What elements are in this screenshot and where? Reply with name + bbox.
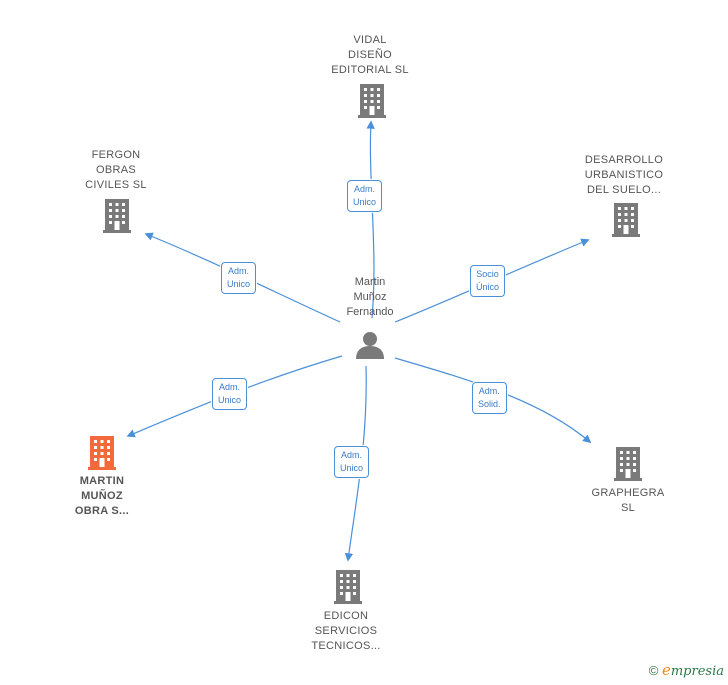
brand-logo-text: mpresia bbox=[670, 664, 724, 679]
edge-label-graphegra: Adm. Solid. bbox=[472, 382, 507, 414]
node-label-graphegra[interactable]: GRAPHEGRA SL bbox=[591, 487, 665, 514]
building-icon[interactable] bbox=[358, 84, 386, 118]
copyright-icon: © bbox=[648, 663, 659, 678]
edge-label-desarrollo: Socio Único bbox=[470, 265, 506, 297]
edge-label-fergon: Adm. Unico bbox=[221, 262, 257, 294]
edge-label-edicon: Adm. Unico bbox=[334, 446, 370, 478]
node-label-desarrollo[interactable]: DESARROLLO URBANISTICO DEL SUELO... bbox=[584, 154, 664, 196]
node-label-fergon[interactable]: FERGON OBRAS CIVILES SL bbox=[85, 149, 147, 191]
building-icon[interactable] bbox=[612, 203, 640, 237]
node-label-edicon[interactable]: EDICON SERVICIOS TECNICOS... bbox=[311, 610, 381, 652]
brand-footer[interactable]: © empresia bbox=[649, 661, 724, 679]
building-icon[interactable] bbox=[334, 570, 362, 604]
edge-label-martin-obras: Adm. Unico bbox=[212, 378, 248, 410]
person-icon[interactable] bbox=[355, 330, 385, 360]
node-label-vidal[interactable]: VIDAL DISEÑO EDITORIAL SL bbox=[331, 34, 409, 76]
building-icon-highlight[interactable] bbox=[88, 436, 116, 470]
edge-label-vidal: Adm. Unico bbox=[347, 180, 383, 212]
brand-logo-initial: e bbox=[661, 661, 671, 679]
building-icon[interactable] bbox=[103, 199, 131, 233]
node-label-martin-obras[interactable]: MARTIN MUÑOZ OBRA S... bbox=[74, 475, 130, 517]
edge-line-vidal bbox=[366, 120, 375, 319]
building-icon[interactable] bbox=[614, 447, 642, 481]
center-person-name: Martin Muñoz Fernando bbox=[346, 276, 394, 318]
